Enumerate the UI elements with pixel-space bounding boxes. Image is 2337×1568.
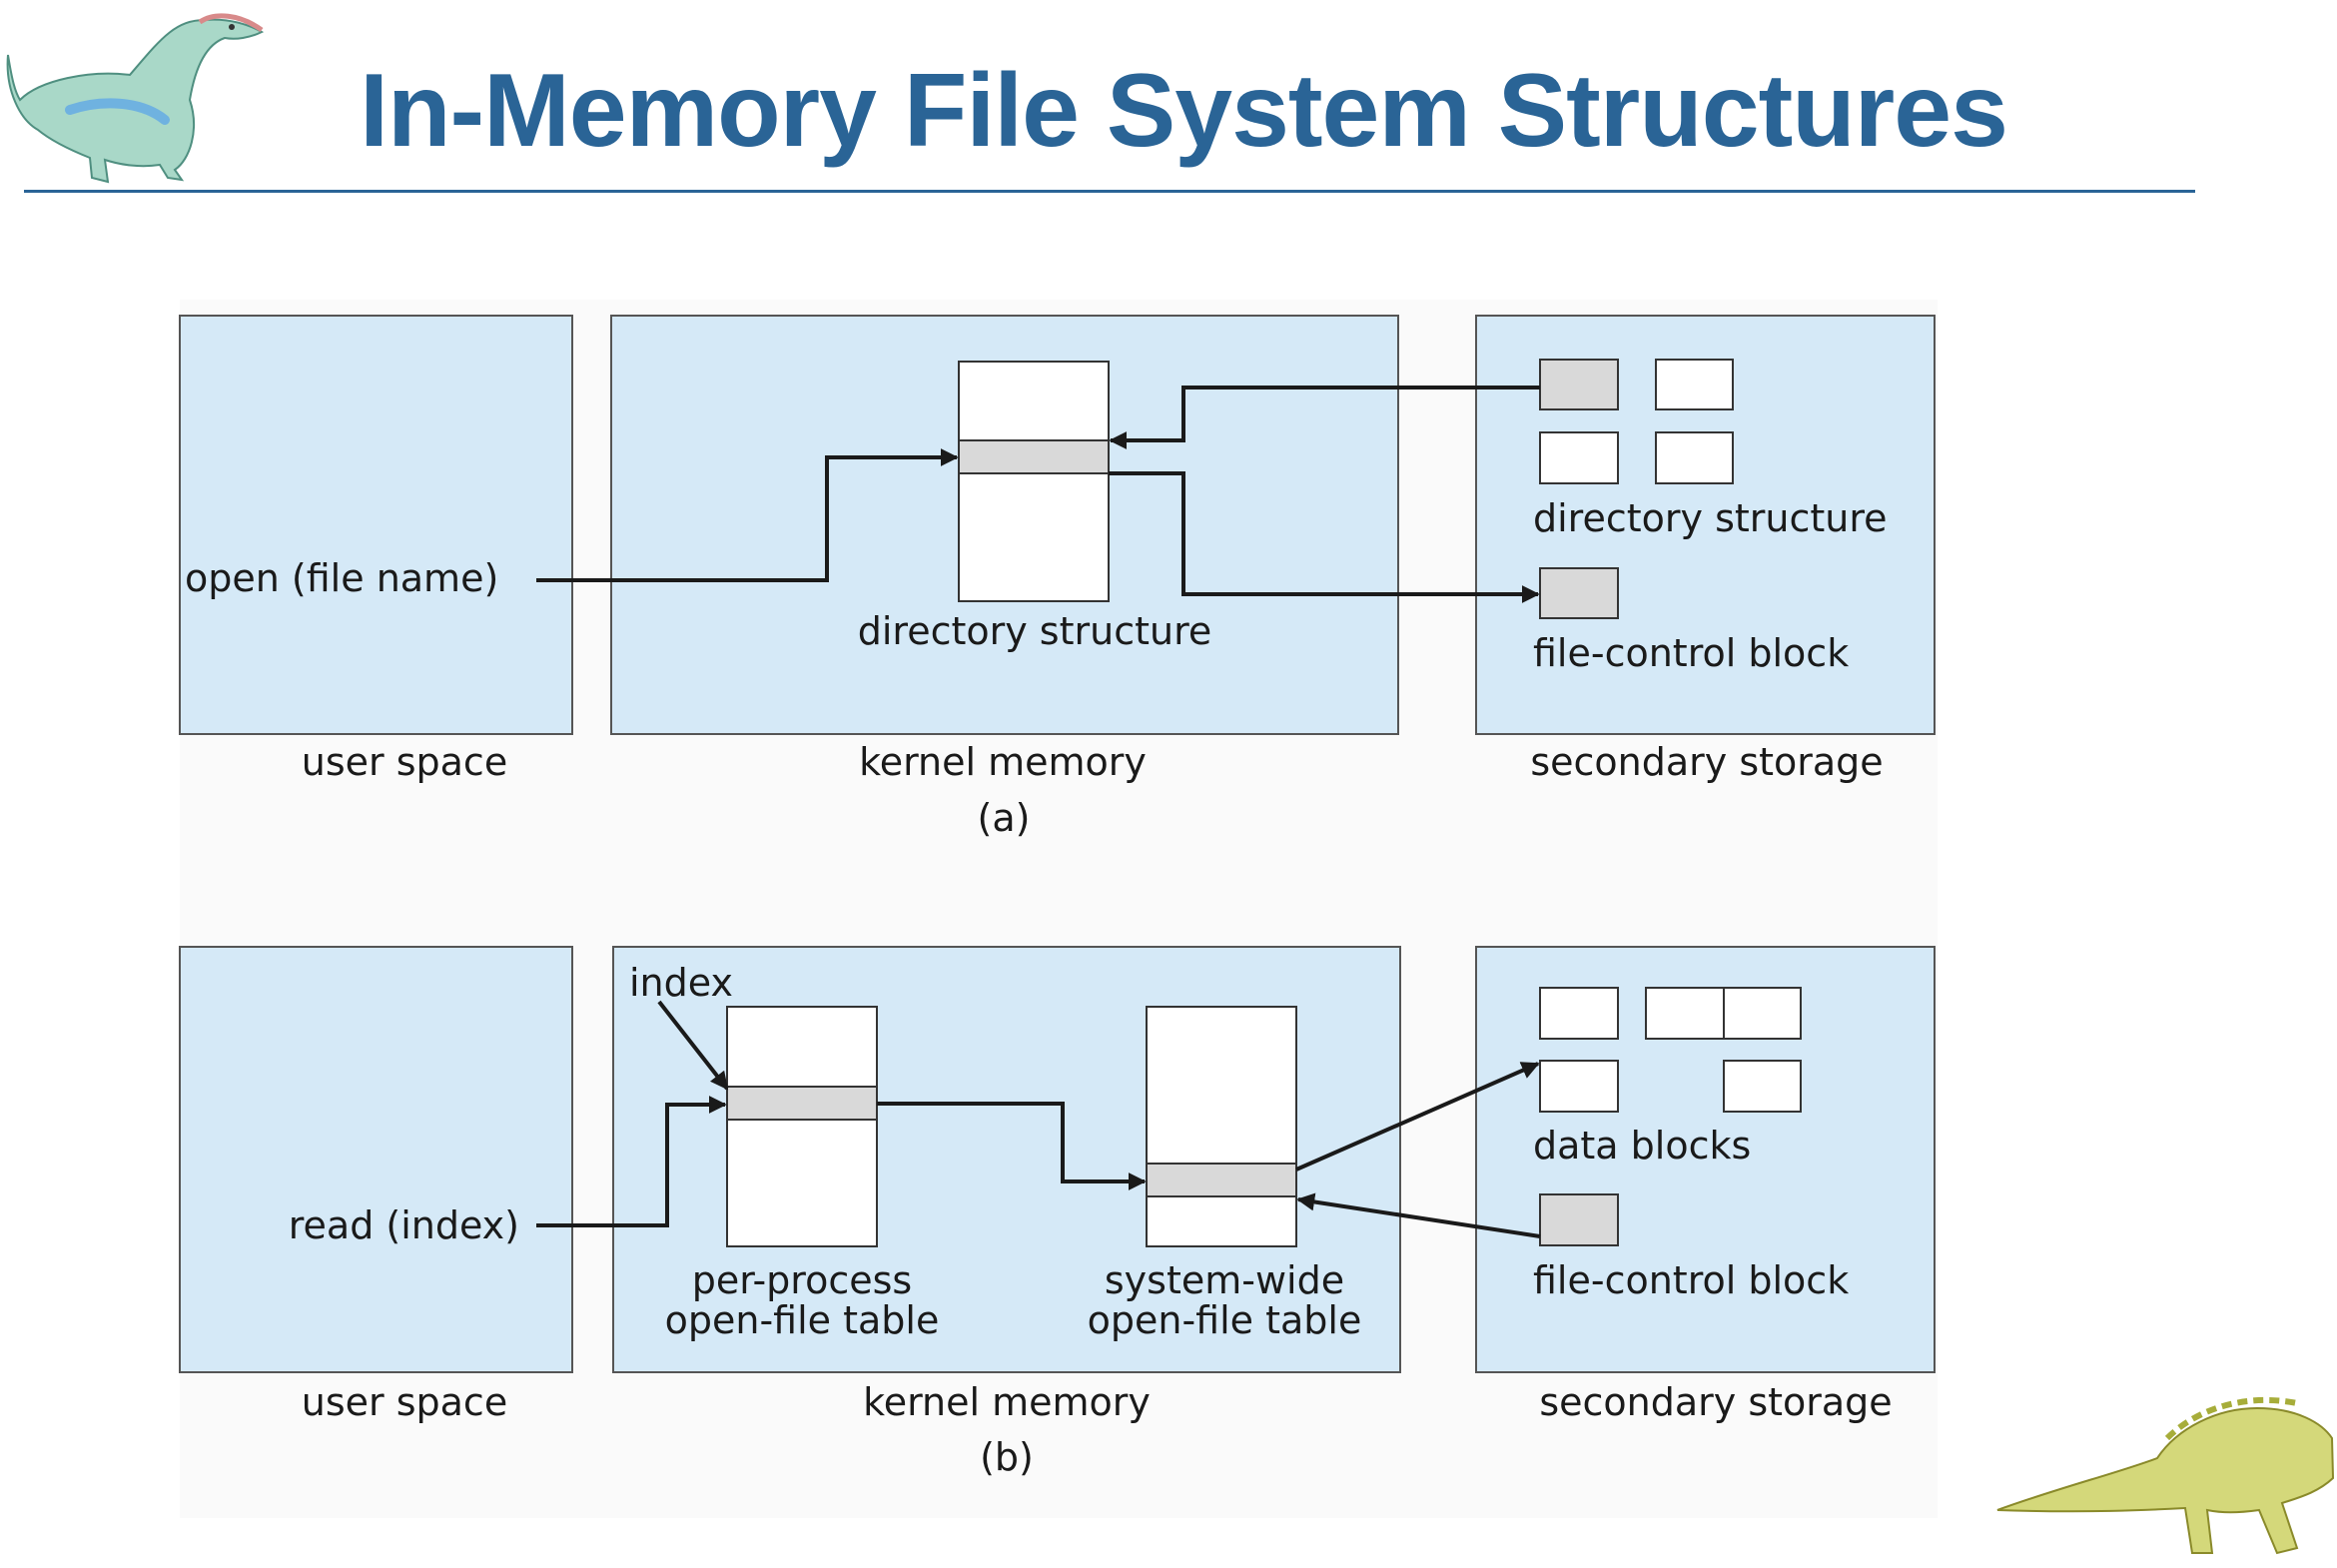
system-wide-entry <box>1146 1163 1297 1197</box>
kernel-memory-label: kernel memory <box>863 1380 1151 1424</box>
fcb-lookup-arrow <box>1109 471 1540 603</box>
storage-directory-label: directory structure <box>1533 496 1888 540</box>
secondary-storage-label: secondary storage <box>1530 740 1883 784</box>
diagram-a: open (file name) directory structure dir… <box>179 315 1936 840</box>
open-call-arrow <box>536 448 959 582</box>
data-block <box>1723 987 1802 1040</box>
diagram-a-caption: (a) <box>978 796 1031 840</box>
per-process-label: per-process <box>692 1258 912 1302</box>
storage-fcb-label: file-control block <box>1533 1258 1849 1302</box>
directory-entry <box>958 439 1110 474</box>
data-block <box>1539 1060 1619 1113</box>
per-process-entry <box>726 1086 878 1121</box>
file-control-block <box>1539 567 1619 619</box>
data-block <box>1645 987 1725 1040</box>
read-call-label: read (index) <box>289 1203 519 1247</box>
open-call-label: open (file name) <box>185 556 498 600</box>
storage-fcb-label: file-control block <box>1533 631 1849 675</box>
diagram-b-caption: (b) <box>980 1435 1034 1479</box>
user-space-label: user space <box>302 740 507 784</box>
index-label: index <box>629 961 733 1005</box>
data-blocks-label: data blocks <box>1533 1124 1751 1168</box>
data-block <box>1723 1060 1802 1113</box>
directory-block <box>1655 359 1734 410</box>
kernel-directory-table <box>958 361 1110 602</box>
file-control-block <box>1539 1193 1619 1246</box>
directory-block <box>1539 359 1619 410</box>
dinosaur-mascot-icon <box>1996 1396 2335 1555</box>
system-wide-label: system-wide <box>1105 1258 1344 1302</box>
secondary-storage-label: secondary storage <box>1539 1380 1892 1424</box>
per-process-label: open-file table <box>665 1298 940 1342</box>
fcb-to-system-arrow <box>1296 1192 1541 1238</box>
slide-title: In-Memory File System Structures <box>360 53 2008 169</box>
index-pointer-arrow <box>657 1000 729 1091</box>
read-call-arrow <box>536 1096 727 1227</box>
directory-block <box>1655 431 1734 484</box>
kernel-directory-label: directory structure <box>858 609 1212 653</box>
dinosaur-mascot-icon <box>6 13 265 184</box>
directory-block <box>1539 431 1619 484</box>
data-block <box>1539 987 1619 1040</box>
kernel-memory-label: kernel memory <box>859 740 1147 784</box>
user-space-region <box>179 315 573 735</box>
system-to-data-blocks-arrow <box>1295 1062 1540 1172</box>
diagram-b: index read (index) per-process open-file… <box>179 946 1936 1479</box>
user-space-label: user space <box>302 1380 507 1424</box>
user-space-region <box>179 946 573 1373</box>
system-wide-label: open-file table <box>1088 1298 1362 1342</box>
directory-lookup-arrow <box>1109 386 1540 449</box>
per-process-to-system-arrow <box>877 1102 1147 1190</box>
system-wide-open-file-table <box>1146 1006 1297 1247</box>
title-rule <box>24 190 2195 193</box>
per-process-open-file-table <box>726 1006 878 1247</box>
